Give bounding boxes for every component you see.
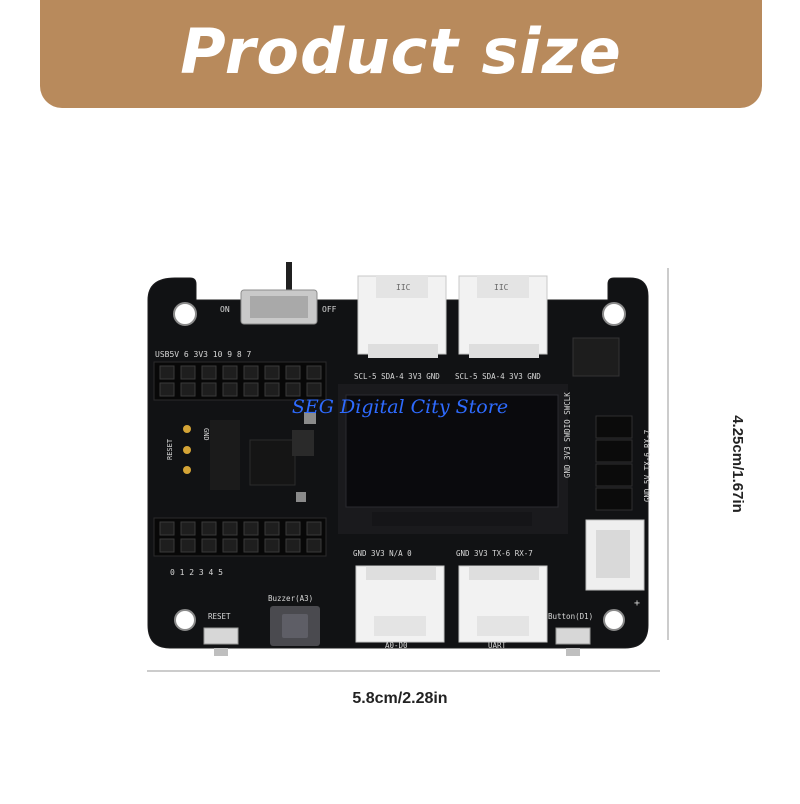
bottom-left-pin-labels: GND 3V3 N/A 0 [353,549,412,558]
small-component [296,492,306,502]
small-component [304,412,316,424]
iic-connector-right: IIC [458,275,548,358]
reset-button [203,627,239,645]
user-button [555,627,591,645]
right-ic [572,337,620,377]
oled-ribbon [372,512,532,526]
gnd-label: GND [202,428,210,441]
switch-on-label: ON [220,305,230,314]
power-switch-body [250,296,308,318]
a0-d0-label: A0-D0 [385,641,408,650]
bottom-right-pin-labels: GND 3V3 TX-6 RX-7 [456,549,533,558]
reset-button-label: RESET [208,612,231,621]
plus-label: + [634,598,640,609]
height-dimension-label: 4.25cm/1.67in [729,415,746,513]
iic-connector-left: IIC [357,275,447,358]
circuit-area [210,420,240,490]
uart-connector [458,565,548,643]
right-pin-labels: GND 5V TX-6 RX-7 [643,430,652,502]
a0-d0-connector [355,565,445,643]
banner-title: Product size [180,15,622,88]
ic-chip [292,430,314,456]
top-right-pin-labels: SCL-5 SDA-4 3V3 GND [455,372,541,381]
iic-right-label: IIC [494,283,509,292]
user-button-cap [566,648,580,656]
right-pin-header [595,415,633,511]
top-header-labels: USB5V 6 3V3 10 9 8 7 [155,350,252,359]
mounting-hole [603,609,625,631]
swd-pin-labels: GND 3V3 SWDIO SWCLK [563,392,572,478]
buzzer-top [282,614,308,638]
bottom-header-labels: 0 1 2 3 4 5 [170,568,223,577]
oled-screen [345,394,559,508]
battery-connector-slot [596,530,630,578]
width-dimension-label: 5.8cm/2.28in [352,690,448,707]
store-watermark: SEG Digital City Store [291,396,509,418]
mounting-hole [602,302,626,326]
button-d1-label: Button(D1) [548,612,593,621]
reset-side-label: RESET [166,438,174,460]
buzzer-label: Buzzer(A3) [268,594,313,603]
uart-label: UART [488,641,507,650]
mcu-chip-area [249,439,296,486]
mounting-hole [174,609,196,631]
title-banner: Product size [40,0,762,108]
top-left-pin-labels: SCL-5 SDA-4 3V3 GND [354,372,440,381]
switch-lever [286,262,292,292]
switch-off-label: OFF [322,305,337,314]
gold-pins [183,425,191,474]
mounting-hole [173,302,197,326]
reset-button-cap [214,648,228,656]
iic-left-label: IIC [396,283,411,292]
